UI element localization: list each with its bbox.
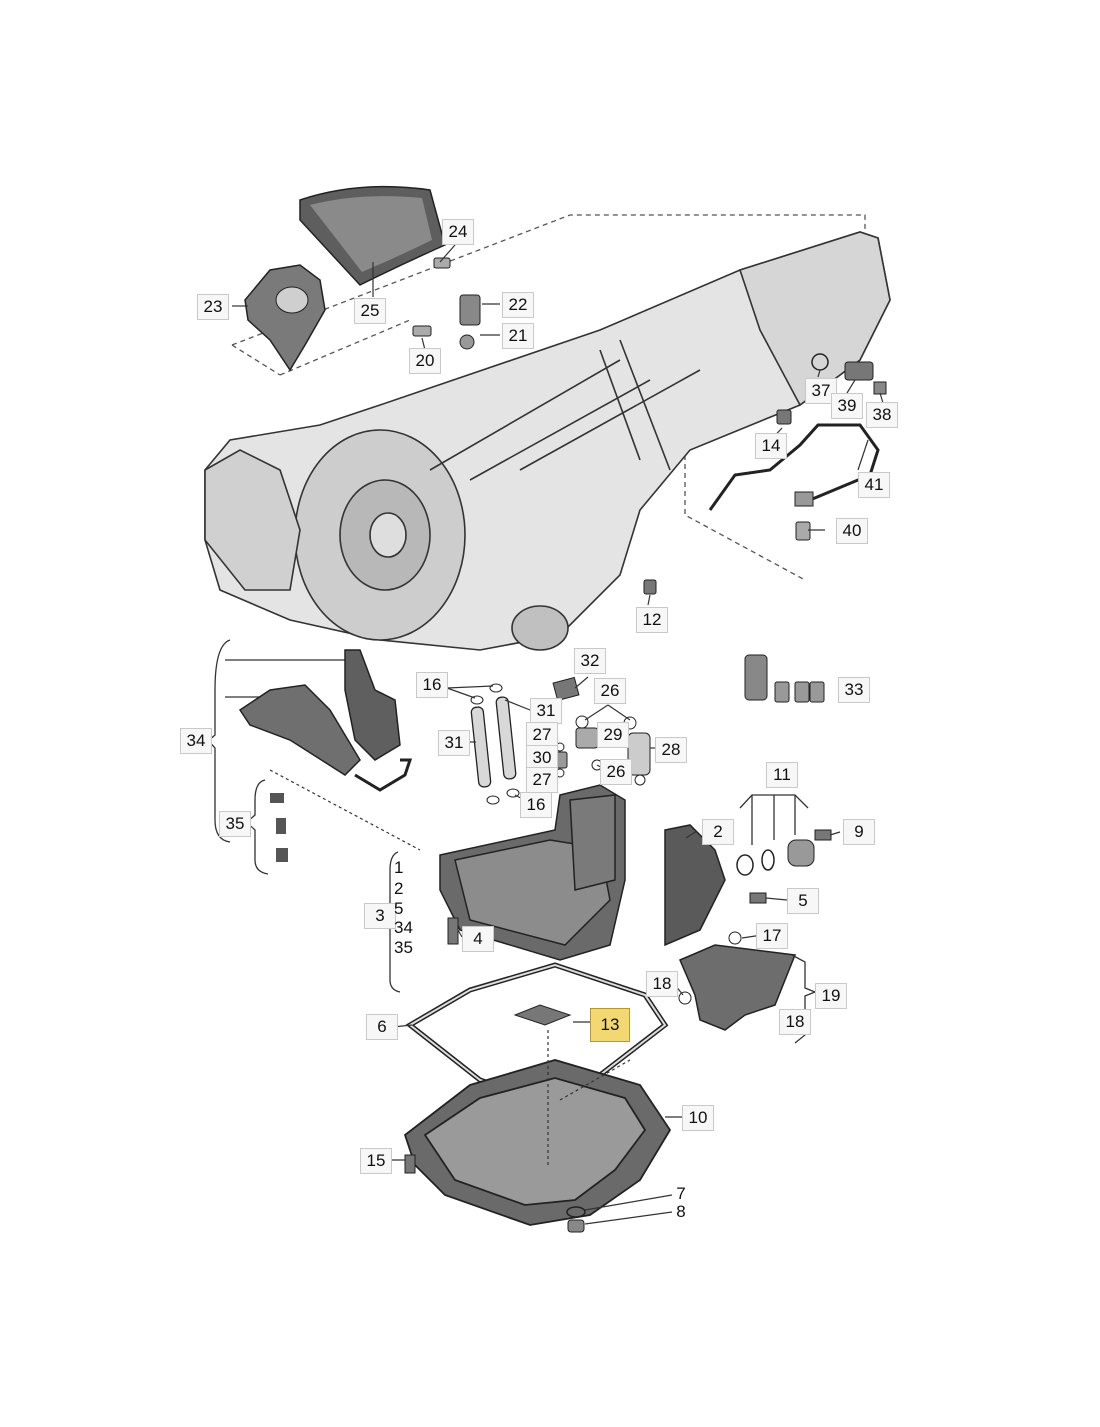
callout-25[interactable]: 25 [354,298,386,324]
tube-part [470,706,492,788]
transmission-housing [204,231,891,651]
callout-21[interactable]: 21 [502,323,534,349]
group-3-item: 34 [394,918,413,937]
callout-40[interactable]: 40 [836,518,868,544]
callout-16-bottom[interactable]: 16 [520,792,552,818]
upper-assembly-frame [231,214,866,346]
callout-18-left[interactable]: 18 [646,971,678,997]
magnet-part [513,1004,572,1026]
callout-8[interactable]: 8 [676,1202,686,1221]
mechatronic-frame-part [238,684,361,776]
callout-38[interactable]: 38 [866,402,898,428]
callout-7[interactable]: 7 [676,1184,686,1203]
callout-14[interactable]: 14 [755,433,787,459]
oil-pan-part [403,1059,672,1226]
callout-23[interactable]: 23 [197,294,229,320]
callout-13-highlighted[interactable]: 13 [590,1008,630,1042]
callout-28[interactable]: 28 [655,737,687,763]
callout-3[interactable]: 3 [364,903,396,929]
callout-18-right[interactable]: 18 [779,1009,811,1035]
adapter-set-part [744,654,768,701]
callout-5[interactable]: 5 [787,888,819,914]
mount-bracket-part [244,264,326,372]
callout-6[interactable]: 6 [366,1014,398,1040]
callout-2[interactable]: 2 [702,819,734,845]
control-unit-part [664,824,726,947]
callout-26-bottom[interactable]: 26 [600,759,632,785]
callout-22[interactable]: 22 [502,292,534,318]
callout-4[interactable]: 4 [462,926,494,952]
group-3-item: 2 [394,879,404,898]
callout-27-bottom[interactable]: 27 [526,767,558,793]
filter-part [679,944,797,1031]
callout-31-left[interactable]: 31 [438,730,470,756]
callout-15[interactable]: 15 [360,1148,392,1174]
callout-11[interactable]: 11 [766,762,798,788]
callout-31-right[interactable]: 31 [530,698,562,724]
valve-body-part [439,784,626,961]
callout-30[interactable]: 30 [526,745,558,771]
callout-41[interactable]: 41 [858,472,890,498]
callout-20[interactable]: 20 [409,348,441,374]
callout-9[interactable]: 9 [843,819,875,845]
callout-33[interactable]: 33 [838,677,870,703]
callout-29[interactable]: 29 [597,722,629,748]
callout-12[interactable]: 12 [636,607,668,633]
callout-17[interactable]: 17 [756,923,788,949]
group-3-item: 35 [394,938,413,957]
callout-19[interactable]: 19 [815,983,847,1009]
group-3-item: 5 [394,899,404,918]
callout-32[interactable]: 32 [574,648,606,674]
callout-35[interactable]: 35 [219,811,251,837]
callout-24[interactable]: 24 [442,219,474,245]
callout-16-top[interactable]: 16 [416,672,448,698]
callout-10[interactable]: 10 [682,1105,714,1131]
callout-26-top[interactable]: 26 [594,678,626,704]
callout-34[interactable]: 34 [180,728,212,754]
wiring-harness-part [708,423,880,511]
callout-39[interactable]: 39 [831,393,863,419]
group-3-item: 1 [394,858,404,877]
